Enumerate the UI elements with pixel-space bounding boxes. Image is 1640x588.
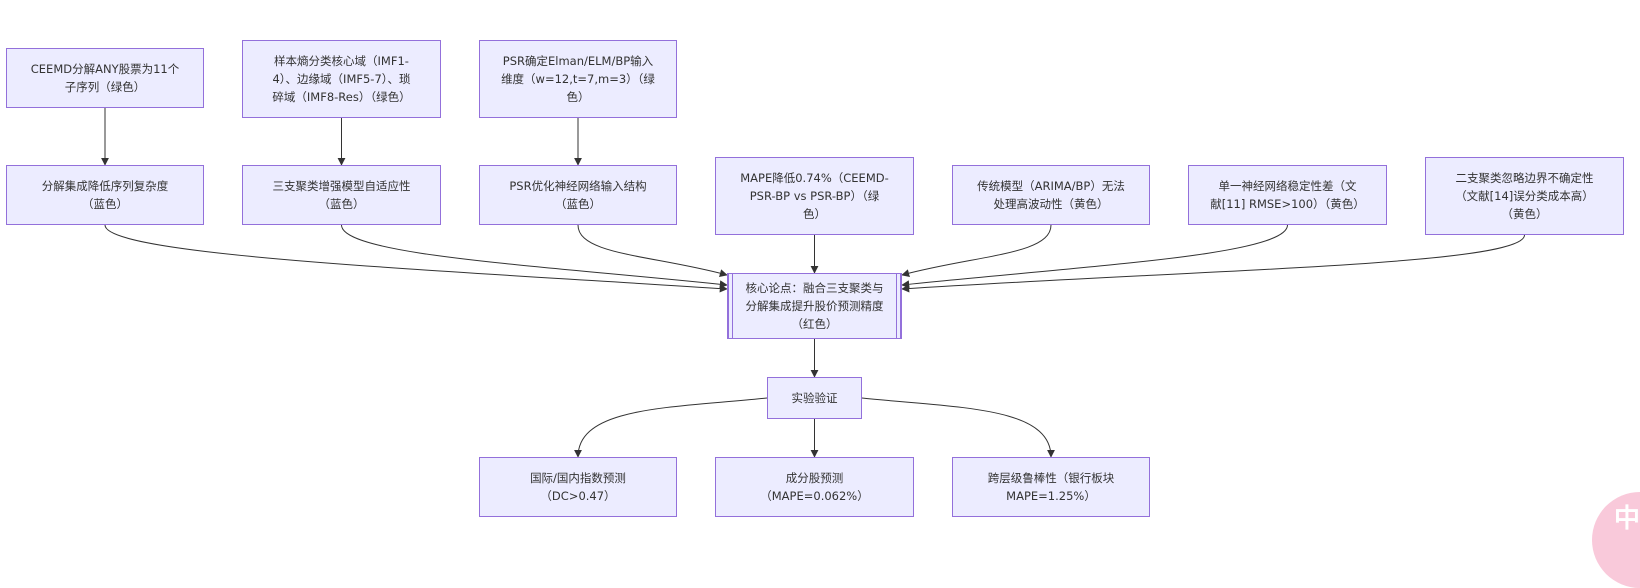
node-psr-input-dimension[interactable]: PSR确定Elman/ELM/BP输入 维度（w=12,t=7,m=3）（绿 色… — [479, 40, 677, 118]
edge-b1-to-core — [104, 224, 728, 293]
node-component-stock-prediction[interactable]: 成分股预测 （MAPE=0.062%） — [715, 457, 914, 517]
node-label: 成分股预测 （MAPE=0.062%） — [760, 471, 869, 503]
node-label: MAPE降低0.74%（CEEMD- PSR-BP vs PSR-BP）（绿 色… — [740, 171, 889, 221]
node-label: 跨层级鲁棒性（银行板块 MAPE=1.25%） — [987, 471, 1115, 503]
node-label: 国际/国内指数预测 （DC>0.47） — [530, 471, 626, 503]
node-label: 二支聚类忽略边界不确定性 （文献[14]误分类成本高） （黄色） — [1455, 171, 1594, 221]
node-experiment-validation[interactable]: 实验验证 — [767, 377, 862, 419]
node-label: CEEMD分解ANY股票为11个 子序列（绿色） — [30, 62, 180, 94]
node-label: 核心论点：融合三支聚类与 分解集成提升股价预测精度 （红色） — [745, 281, 884, 331]
node-label: 三支聚类增强模型自适应性 （蓝色） — [272, 179, 411, 211]
edge-c2-to-core — [901, 224, 1052, 277]
node-two-way-clustering-boundary[interactable]: 二支聚类忽略边界不确定性 （文献[14]误分类成本高） （黄色） — [1425, 157, 1624, 235]
node-label: 样本熵分类核心域（IMF1- 4）、边缘域（IMF5-7）、琐 碎域（IMF8-… — [272, 54, 411, 104]
node-label: PSR优化神经网络输入结构 （蓝色） — [509, 179, 647, 211]
flowchart-canvas: CEEMD分解ANY股票为11个 子序列（绿色） 样本熵分类核心域（IMF1- … — [6, 40, 1624, 517]
badge-glyph: 中 — [1614, 504, 1640, 534]
node-traditional-models[interactable]: 传统模型（ARIMA/BP）无法 处理高波动性（黄色） — [952, 165, 1150, 225]
node-sample-entropy-classification[interactable]: 样本熵分类核心域（IMF1- 4）、边缘域（IMF5-7）、琐 碎域（IMF8-… — [242, 40, 441, 118]
node-label: 实验验证 — [791, 391, 838, 405]
edge-exp-to-r1 — [574, 397, 768, 458]
node-label: 单一神经网络稳定性差（文 献[11] RMSE>100）（黄色） — [1210, 179, 1365, 211]
node-single-network-stability[interactable]: 单一神经网络稳定性差（文 献[11] RMSE>100）（黄色） — [1188, 165, 1387, 225]
node-decomposition-complexity[interactable]: 分解集成降低序列复杂度 （蓝色） — [6, 165, 204, 225]
node-cross-level-robustness[interactable]: 跨层级鲁棒性（银行板块 MAPE=1.25%） — [952, 457, 1150, 517]
edge-layer — [101, 108, 1525, 458]
node-label: 分解集成降低序列复杂度 （蓝色） — [41, 179, 169, 211]
edge-b3-to-core — [577, 224, 728, 277]
edge-c4-to-core — [901, 234, 1525, 293]
edge-b2-to-core — [341, 224, 728, 289]
node-ceemd-decomposition[interactable]: CEEMD分解ANY股票为11个 子序列（绿色） — [6, 48, 204, 108]
node-mape-reduction[interactable]: MAPE降低0.74%（CEEMD- PSR-BP vs PSR-BP）（绿 色… — [715, 157, 914, 235]
edge-exp-to-r3 — [861, 397, 1055, 458]
node-core-thesis[interactable]: 核心论点：融合三支聚类与 分解集成提升股价预测精度 （红色） — [727, 273, 902, 339]
edge-c3-to-core — [901, 224, 1288, 289]
node-psr-network-structure[interactable]: PSR优化神经网络输入结构 （蓝色） — [479, 165, 677, 225]
node-index-prediction[interactable]: 国际/国内指数预测 （DC>0.47） — [479, 457, 677, 517]
node-three-way-clustering-adaptivity[interactable]: 三支聚类增强模型自适应性 （蓝色） — [242, 165, 441, 225]
node-label: PSR确定Elman/ELM/BP输入 维度（w=12,t=7,m=3）（绿 色… — [501, 54, 655, 104]
node-label: 传统模型（ARIMA/BP）无法 处理高波动性（黄色） — [977, 179, 1125, 211]
